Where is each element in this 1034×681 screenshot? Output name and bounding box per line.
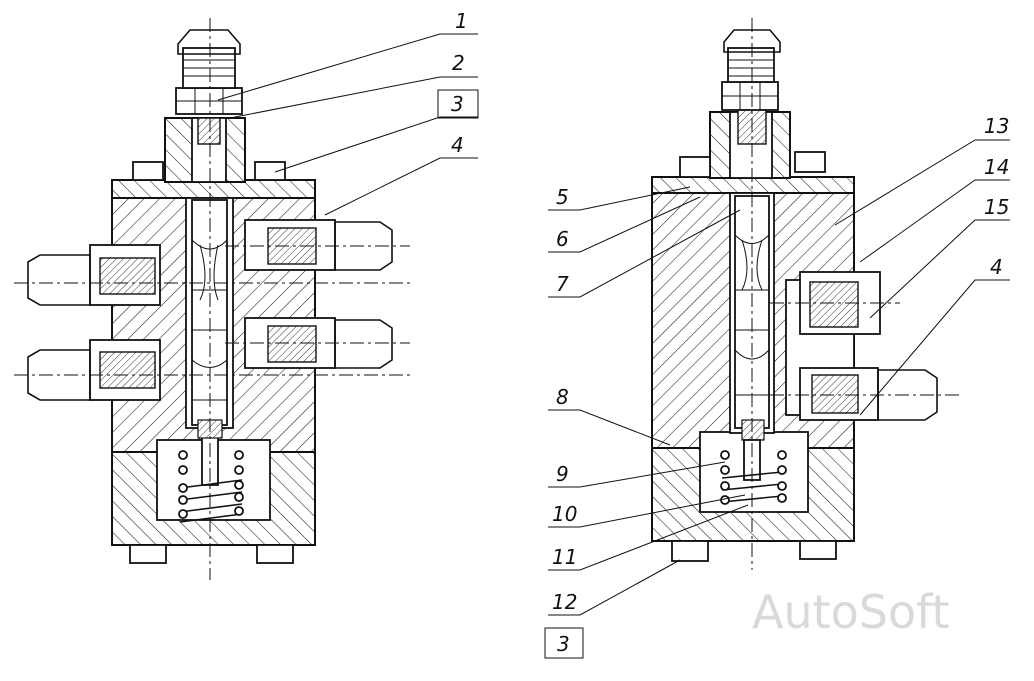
left-top-fitting: [175, 29, 243, 115]
callout-3: 3: [451, 92, 464, 116]
callout-4b: 4: [990, 255, 1003, 279]
right-bolt-top-left: [679, 156, 711, 178]
right-bolt-bottom-left: [671, 540, 709, 562]
callout-12: 12: [552, 590, 577, 614]
left-spring: [178, 450, 244, 523]
left-port-fittings-left: [27, 244, 161, 401]
callout-15: 15: [984, 195, 1009, 219]
callout-13: 13: [984, 114, 1009, 138]
callout-3b: 3: [557, 632, 570, 656]
callout-10: 10: [552, 502, 577, 526]
right-leaders: [544, 139, 1010, 659]
callout-6: 6: [556, 227, 569, 251]
left-bolt-bottom-left: [129, 544, 167, 564]
left-bolt-top-right: [254, 161, 286, 181]
callout-2: 2: [452, 51, 465, 75]
callout-9: 9: [556, 462, 569, 486]
left-port-fittings-right: [244, 219, 393, 369]
callout-7: 7: [556, 272, 569, 296]
callout-1: 1: [455, 9, 468, 33]
right-section-view: 13 14 15 4 5 6 7 8 9 10 11 12 3: [544, 18, 1010, 659]
left-bolt-bottom-right: [256, 544, 294, 564]
left-section-view: 1 2 3 4: [14, 9, 479, 580]
right-port-fittings: [799, 271, 938, 421]
left-leaders: [217, 33, 479, 216]
watermark: AutoSoft: [752, 585, 950, 639]
callout-8: 8: [556, 385, 569, 409]
right-bolt-bottom-right: [799, 540, 837, 560]
callout-14: 14: [984, 155, 1009, 179]
right-top-cover: [651, 176, 855, 194]
callout-5: 5: [556, 185, 569, 209]
callout-4: 4: [451, 133, 464, 157]
callout-11: 11: [552, 545, 577, 569]
right-top-fitting: [721, 29, 781, 111]
right-bolt-top-right: [794, 151, 826, 173]
left-bolt-top-left: [132, 161, 164, 181]
